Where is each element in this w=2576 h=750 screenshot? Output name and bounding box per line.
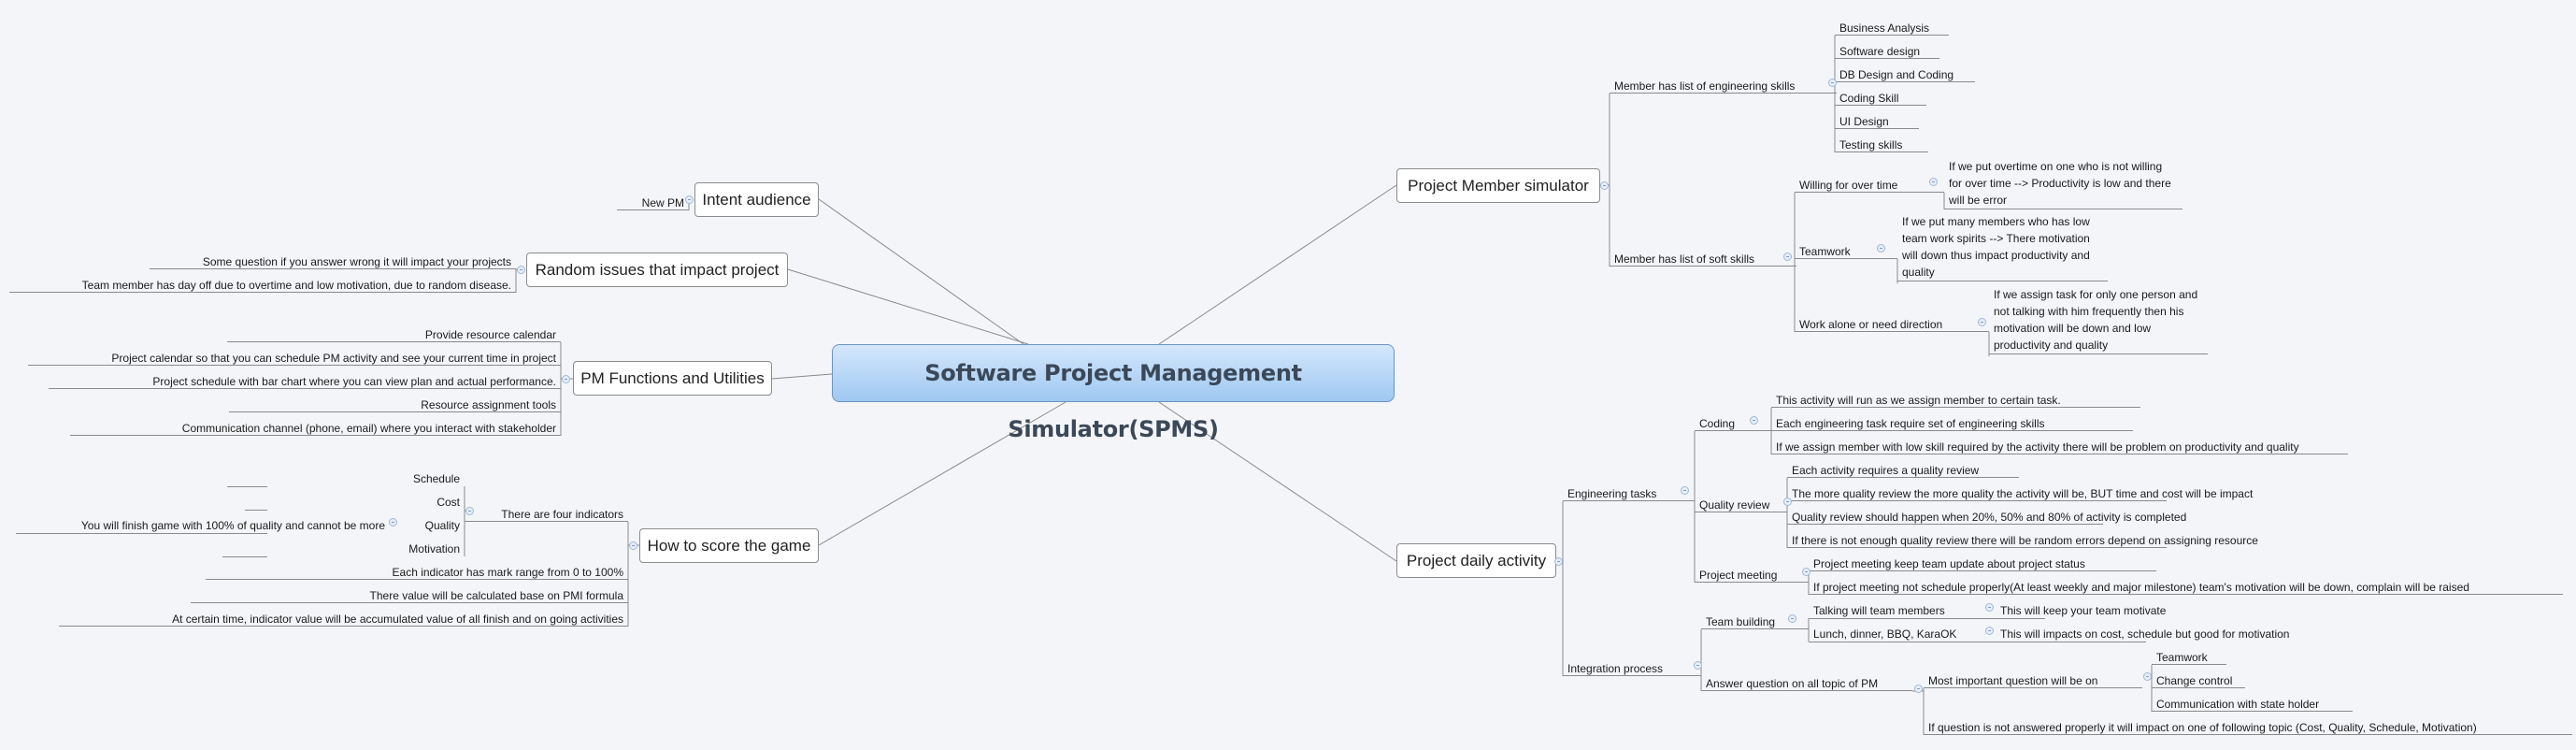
collapse-toggle-icon[interactable] [2143, 672, 2152, 681]
node-soft-skill[interactable]: Teamwork [1795, 244, 1897, 259]
node-important-topic[interactable]: Teamwork [2152, 650, 2226, 665]
node-team-building[interactable]: Team building [1701, 614, 1809, 629]
topic-pm-functions[interactable]: PM Functions and Utilities [573, 361, 772, 396]
collapse-toggle-icon[interactable] [1554, 557, 1563, 566]
node-score-note[interactable]: At certain time, indicator value will be… [59, 612, 628, 627]
underline [227, 486, 267, 487]
collapse-toggle-icon[interactable] [1985, 603, 1994, 612]
collapse-toggle-icon[interactable] [1783, 498, 1792, 506]
node-random-issue[interactable]: Some question if you answer wrong it wil… [150, 254, 516, 269]
node-soft-skills[interactable]: Member has list of soft skills [1610, 252, 1796, 267]
underline [245, 510, 267, 511]
topic-project-daily-activity[interactable]: Project daily activity [1396, 543, 1556, 578]
node-new-pm[interactable]: New PM [617, 195, 689, 210]
node-coding[interactable]: Coding [1695, 416, 1771, 431]
node-quality-note[interactable]: You will finish game with 100% of qualit… [80, 519, 385, 532]
node-pm-function[interactable]: Project schedule with bar chart where yo… [49, 374, 561, 389]
node-indicator-schedule[interactable]: Schedule [412, 472, 460, 485]
node-pm-function[interactable]: Communication channel (phone, email) whe… [70, 421, 561, 436]
connector-line [771, 373, 833, 380]
collapse-toggle-icon[interactable] [629, 541, 637, 550]
node-coding-item[interactable]: This activity will run as we assign memb… [1771, 393, 2140, 408]
central-topic[interactable]: Software Project Management Simulator(SP… [832, 344, 1395, 442]
node-quality-item[interactable]: Each activity requires a quality review [1787, 463, 2019, 478]
connector-line [787, 268, 1029, 345]
node-meeting-item[interactable]: If project meeting not schedule properly… [1809, 580, 2563, 595]
connector-line [1158, 184, 1397, 345]
node-soft-skill[interactable]: Work alone or need direction [1795, 317, 1989, 332]
node-pm-function[interactable]: Resource assignment tools [229, 397, 561, 412]
node-soft-skill-note[interactable]: If we put many members who has low team … [1897, 213, 2108, 281]
collapse-toggle-icon[interactable] [1788, 614, 1796, 623]
collapse-toggle-icon[interactable] [517, 266, 525, 274]
node-meeting-item[interactable]: Project meeting keep team update about p… [1809, 556, 2156, 571]
node-skill[interactable]: Software design [1835, 44, 1939, 59]
topic-project-member-simulator[interactable]: Project Member simulator [1396, 168, 1600, 203]
node-coding-item[interactable]: Each engineering task require set of eng… [1771, 416, 2133, 431]
collapse-toggle-icon[interactable] [1978, 318, 1986, 326]
collapse-toggle-icon[interactable] [562, 375, 570, 383]
node-team-building-note[interactable]: This will keep your team motivate [2000, 604, 2167, 617]
underline [1809, 618, 2045, 619]
collapse-toggle-icon[interactable] [1877, 244, 1885, 252]
node-team-building-item[interactable]: Talking will team members [1813, 604, 1945, 617]
node-pm-function[interactable]: Provide resource calendar [227, 327, 561, 342]
collapse-toggle-icon[interactable] [1985, 627, 1994, 635]
collapse-toggle-icon[interactable] [1783, 252, 1792, 261]
node-most-important[interactable]: Most important question will be on [1924, 673, 2142, 688]
topic-random-issues[interactable]: Random issues that impact project [526, 252, 788, 287]
node-project-meeting[interactable]: Project meeting [1695, 568, 1809, 583]
node-score-note[interactable]: Each indicator has mark range from 0 to … [206, 565, 628, 580]
node-indicator-cost[interactable]: Cost [436, 496, 460, 509]
collapse-toggle-icon[interactable] [465, 507, 474, 515]
collapse-toggle-icon[interactable] [1828, 79, 1837, 87]
node-score-note[interactable]: There value will be calculated base on P… [191, 588, 628, 603]
node-engineering-tasks[interactable]: Engineering tasks [1563, 486, 1695, 501]
node-skill[interactable]: UI Design [1835, 114, 1919, 129]
node-team-building-note[interactable]: This will impacts on cost, schedule but … [2000, 627, 2290, 641]
connector-line [818, 401, 1066, 546]
node-important-topic[interactable]: Communication with state holder [2152, 697, 2353, 712]
connector-line [1158, 401, 1397, 562]
node-four-indicators[interactable]: There are four indicators [465, 507, 628, 522]
collapse-toggle-icon[interactable] [1600, 181, 1609, 190]
underline [16, 533, 267, 534]
underline [222, 556, 267, 557]
node-answer-note[interactable]: If question is not answered properly it … [1924, 720, 2572, 735]
node-skill[interactable]: DB Design and Coding [1835, 67, 1975, 82]
node-quality-item[interactable]: Quality review should happen when 20%, 5… [1787, 510, 2186, 525]
node-skill[interactable]: Business Analysis [1835, 21, 1949, 36]
node-soft-skill[interactable]: Willing for over time [1795, 178, 1944, 193]
collapse-toggle-icon[interactable] [1681, 486, 1689, 495]
node-quality-item[interactable]: The more quality review the more quality… [1787, 486, 2253, 501]
collapse-toggle-icon[interactable] [1914, 685, 1923, 693]
topic-how-to-score[interactable]: How to score the game [639, 528, 819, 563]
node-pm-function[interactable]: Project calendar so that you can schedul… [28, 351, 561, 366]
node-soft-skill-note[interactable]: If we assign task for only one person an… [1989, 286, 2208, 354]
node-important-topic[interactable]: Change control [2152, 673, 2245, 688]
collapse-toggle-icon[interactable] [1750, 416, 1758, 425]
collapse-toggle-icon[interactable] [1802, 568, 1810, 576]
collapse-toggle-icon[interactable] [1694, 661, 1702, 670]
node-skill[interactable]: Coding Skill [1835, 91, 1926, 106]
node-coding-item[interactable]: If we assign member with low skill requi… [1771, 440, 2348, 454]
topic-intent-audience[interactable]: Intent audience [694, 182, 819, 217]
node-quality-item[interactable]: If there is not enough quality review th… [1787, 533, 2258, 548]
node-quality-review[interactable]: Quality review [1695, 498, 1787, 512]
node-team-building-item[interactable]: Lunch, dinner, BBQ, KaraOK [1813, 627, 1957, 641]
collapse-toggle-icon[interactable] [1929, 178, 1938, 186]
connector-line [818, 198, 1024, 345]
collapse-toggle-icon[interactable] [685, 195, 694, 204]
node-indicator-quality[interactable]: Quality [424, 519, 460, 532]
node-indicator-motivation[interactable]: Motivation [408, 542, 460, 555]
collapse-toggle-icon[interactable] [389, 518, 397, 526]
node-random-issue[interactable]: Team member has day off due to overtime … [9, 278, 516, 293]
node-engineering-skills[interactable]: Member has list of engineering skills [1610, 79, 1837, 94]
node-answer-question[interactable]: Answer question on all topic of PM [1701, 676, 1912, 691]
node-skill[interactable]: Testing skills [1835, 137, 1928, 152]
node-soft-skill-note[interactable]: If we put overtime on one who is not wil… [1944, 158, 2182, 209]
node-integration-process[interactable]: Integration process [1563, 661, 1701, 676]
